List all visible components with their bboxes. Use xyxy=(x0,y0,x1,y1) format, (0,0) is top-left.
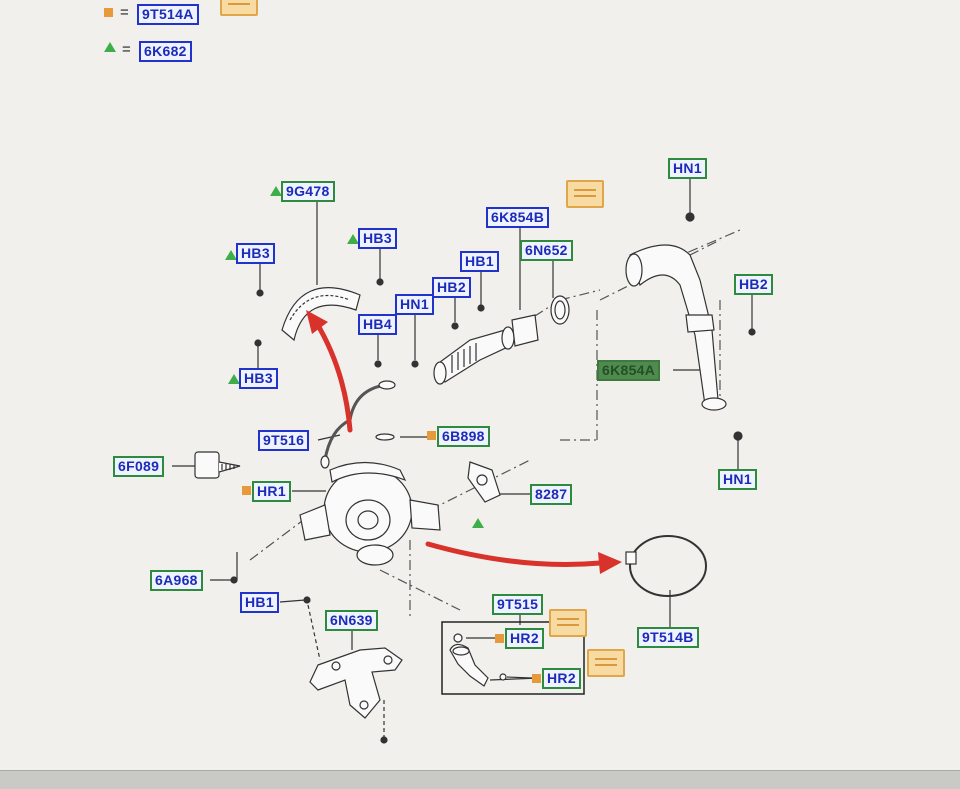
legend-triangle-marker xyxy=(104,42,116,52)
note-icon[interactable] xyxy=(566,180,604,208)
square-marker xyxy=(532,674,541,683)
legend-square-marker xyxy=(104,8,113,17)
callout-HR2-upper[interactable]: HR2 xyxy=(505,628,544,649)
callout-HB1-top[interactable]: HB1 xyxy=(460,251,499,272)
callout-9T516[interactable]: 9T516 xyxy=(258,430,310,451)
callout-HB3-bottom[interactable]: HB3 xyxy=(239,368,278,389)
triangle-marker xyxy=(472,518,484,528)
callout-9T515[interactable]: 9T515 xyxy=(492,594,544,615)
callout-HB2-middle[interactable]: HB2 xyxy=(432,277,471,298)
callout-6F089[interactable]: 6F089 xyxy=(113,456,165,477)
callout-HN1-left[interactable]: HN1 xyxy=(395,294,434,315)
callout-8287[interactable]: 8287 xyxy=(530,484,573,505)
square-marker xyxy=(427,431,436,440)
callout-HN1-top-right[interactable]: HN1 xyxy=(668,158,707,179)
callout-HR1[interactable]: HR1 xyxy=(252,481,291,502)
callout-HB4[interactable]: HB4 xyxy=(358,314,397,335)
window-bottom-bar xyxy=(0,770,960,789)
square-marker xyxy=(495,634,504,643)
triangle-marker xyxy=(347,234,359,244)
callout-HB2-right[interactable]: HB2 xyxy=(734,274,773,295)
callout-9T514B[interactable]: 9T514B xyxy=(637,627,699,648)
callout-6K854B[interactable]: 6K854B xyxy=(486,207,550,228)
callout-6B898[interactable]: 6B898 xyxy=(437,426,490,447)
callout-6A968[interactable]: 6A968 xyxy=(150,570,203,591)
note-icon[interactable] xyxy=(549,609,587,637)
callout-9G478[interactable]: 9G478 xyxy=(281,181,335,202)
callout-HN1-bottom-right[interactable]: HN1 xyxy=(718,469,757,490)
exploded-parts-diagram xyxy=(172,178,756,744)
callout-HB3-top-right[interactable]: HB3 xyxy=(358,228,397,249)
note-icon[interactable] xyxy=(220,0,258,16)
callout-HB3-top-left[interactable]: HB3 xyxy=(236,243,275,264)
legend-code-6K682[interactable]: 6K682 xyxy=(139,41,192,62)
triangle-marker xyxy=(228,374,240,384)
triangle-marker xyxy=(270,186,282,196)
callout-HR2-lower[interactable]: HR2 xyxy=(542,668,581,689)
triangle-marker xyxy=(225,250,237,260)
callout-HB1-bottom[interactable]: HB1 xyxy=(240,592,279,613)
callout-6K854A-selected[interactable]: 6K854A xyxy=(597,360,661,381)
note-icon[interactable] xyxy=(587,649,625,677)
square-marker xyxy=(242,486,251,495)
legend-code-9T514A[interactable]: 9T514A xyxy=(137,4,199,25)
callout-6N639[interactable]: 6N639 xyxy=(325,610,378,631)
legend-equals: = xyxy=(120,4,129,21)
diagram-canvas xyxy=(0,0,960,770)
callout-6N652[interactable]: 6N652 xyxy=(520,240,573,261)
legend-equals: = xyxy=(122,41,131,58)
